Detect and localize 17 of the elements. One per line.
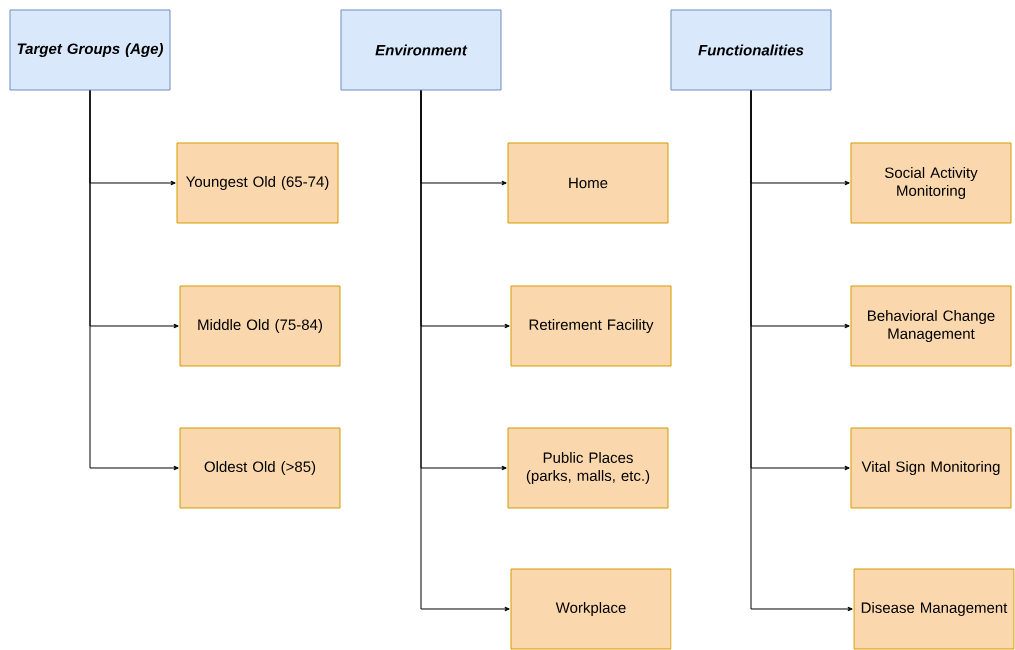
category-box: Retirement Facility bbox=[510, 285, 672, 367]
category-box: Public Places (parks, malls, etc.) bbox=[507, 427, 669, 509]
category-box: Workplace bbox=[510, 568, 672, 650]
header-box: Functionalities bbox=[670, 9, 832, 91]
category-box: Social Activity Monitoring bbox=[850, 142, 1012, 224]
category-box: Vital Sign Monitoring bbox=[850, 427, 1012, 509]
category-box: Youngest Old (65-74) bbox=[176, 142, 339, 224]
header-box: Environment bbox=[340, 9, 502, 91]
category-box: Middle Old (75-84) bbox=[179, 285, 341, 367]
category-box: Behavioral Change Management bbox=[850, 285, 1012, 367]
arrow bbox=[89, 90, 179, 471]
category-box: Oldest Old (>85) bbox=[179, 427, 341, 509]
arrow bbox=[750, 90, 853, 612]
category-box: Disease Management bbox=[853, 568, 1015, 650]
arrow bbox=[420, 90, 510, 612]
category-box: Home bbox=[507, 142, 669, 224]
header-box: Target Groups (Age) bbox=[9, 9, 171, 91]
